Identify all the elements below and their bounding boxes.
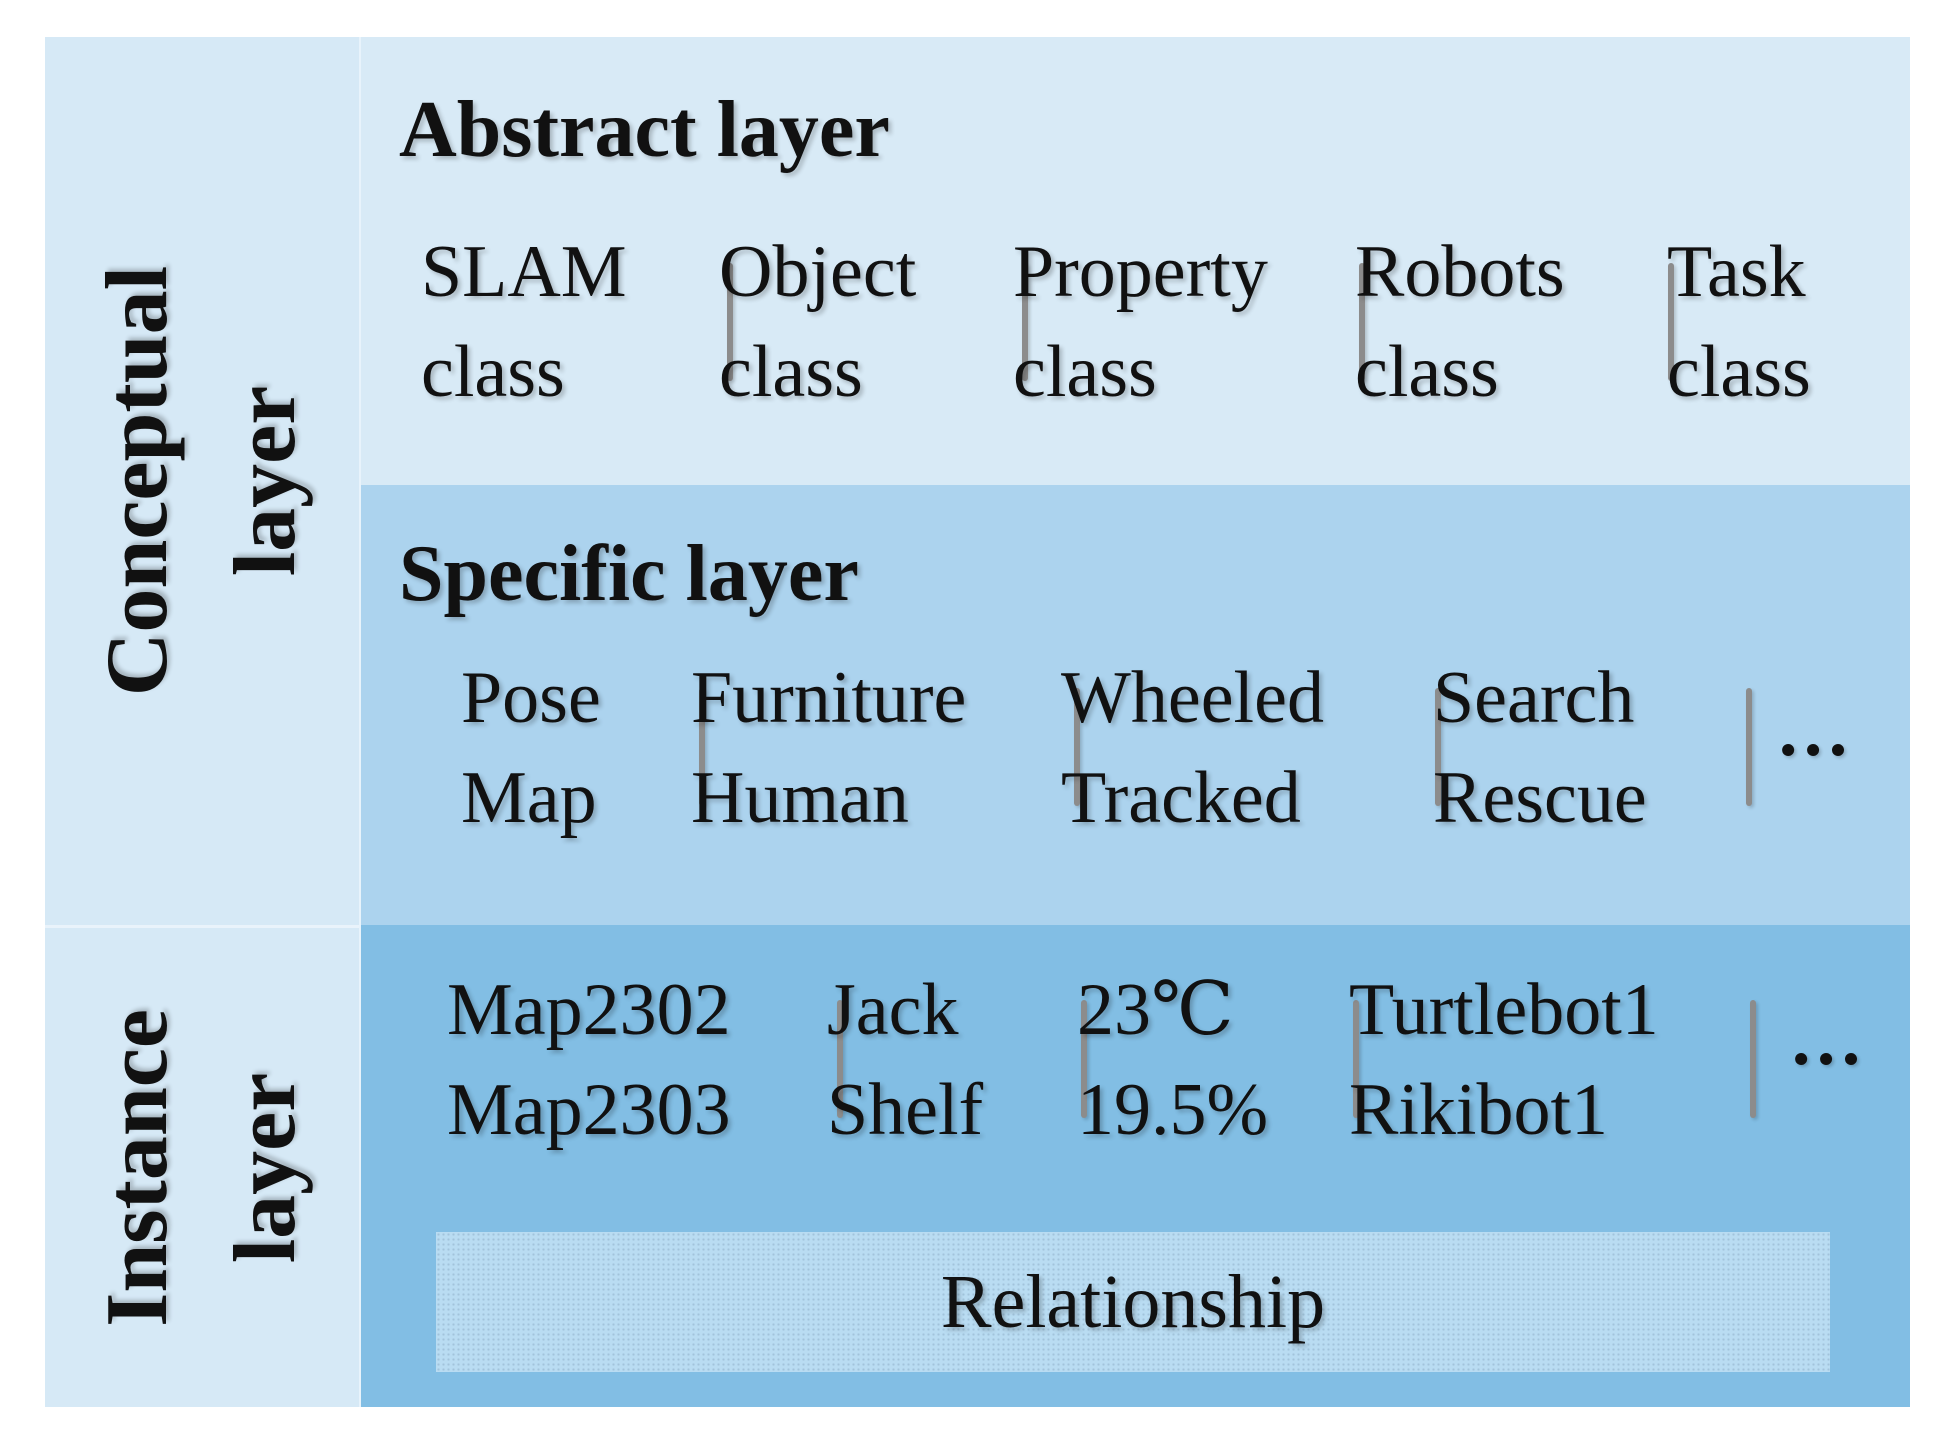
abstract-separator [1359, 263, 1365, 381]
instance-item-line1: 23℃ [1077, 969, 1234, 1051]
instance-layer-side: Instance layer [45, 925, 361, 1407]
abstract-item-line1: SLAM [421, 231, 627, 313]
specific-item-line1: Wheeled [1061, 657, 1324, 739]
abstract-separator [727, 263, 733, 381]
instance-item: 23℃ 19.5% [1077, 960, 1268, 1160]
specific-item-line2: Rescue [1433, 757, 1647, 839]
abstract-item-line2: class [719, 331, 863, 413]
instance-item: Turtlebot1 Rikibot1 [1349, 960, 1659, 1160]
instance-item-line2: Rikibot1 [1349, 1069, 1609, 1151]
specific-item-line2: Human [691, 757, 909, 839]
abstract-item: Object class [719, 222, 916, 422]
specific-item-line1: Pose [461, 657, 601, 739]
abstract-separator [1022, 263, 1028, 381]
instance-layer-label: Instance layer [74, 1009, 330, 1327]
abstract-item-line2: class [421, 331, 565, 413]
abstract-item-line1: Property [1013, 231, 1268, 313]
specific-item-line2: Map [461, 757, 597, 839]
relationship-label: Relationship [940, 1260, 1326, 1344]
conceptual-layer-label-line1: Conceptual [89, 265, 186, 697]
specific-layer-panel: Specific layer Pose Map Furniture Human … [361, 485, 1910, 925]
specific-item-line2: Tracked [1061, 757, 1301, 839]
abstract-layer-title: Abstract layer [399, 86, 890, 174]
instance-layer-label-line1: Instance [89, 1008, 186, 1327]
instance-separator [1750, 1000, 1756, 1118]
conceptual-layer-side: Conceptual layer [45, 37, 361, 925]
abstract-item-line2: class [1355, 331, 1499, 413]
relationship-bar: Relationship [436, 1232, 1830, 1372]
instance-item: Map2302 Map2303 [447, 960, 731, 1160]
specific-separator [1746, 688, 1752, 806]
abstract-item-line1: Object [719, 231, 917, 313]
abstract-item: Task class [1667, 222, 1811, 422]
abstract-item: Robots class [1355, 222, 1565, 422]
instance-item-line1: Jack [827, 969, 959, 1051]
specific-ellipsis: … [1776, 690, 1852, 772]
specific-item-line1: Furniture [691, 657, 967, 739]
instance-separator [1081, 1000, 1087, 1118]
abstract-layer-panel: Abstract layer SLAM class Object class P… [361, 37, 1910, 485]
abstract-separator [1668, 263, 1674, 381]
instance-item: Jack Shelf [827, 960, 983, 1160]
instance-layer-panel: Map2302 Map2303 Jack Shelf 23℃ 19.5% Tur… [361, 925, 1910, 1407]
abstract-item: Property class [1013, 222, 1268, 422]
specific-item-line1: Search [1433, 657, 1635, 739]
specific-item: Wheeled Tracked [1061, 648, 1324, 848]
specific-separator [699, 688, 705, 806]
specific-item: Search Rescue [1433, 648, 1647, 848]
specific-item: Pose Map [461, 648, 601, 848]
instance-item-line1: Turtlebot1 [1349, 969, 1659, 1051]
instance-separator [837, 1000, 843, 1118]
instance-item-line1: Map2302 [447, 969, 731, 1051]
instance-ellipsis: … [1789, 999, 1865, 1081]
specific-separator [1435, 688, 1441, 806]
instance-separator [1353, 1000, 1359, 1118]
abstract-item-line1: Robots [1355, 231, 1565, 313]
instance-layer-label-line2: layer [217, 1072, 314, 1263]
conceptual-layer-label-line2: layer [217, 385, 314, 577]
conceptual-layer-label: Conceptual layer [74, 266, 330, 696]
abstract-item-line2: class [1667, 331, 1811, 413]
specific-separator [1074, 688, 1080, 806]
abstract-item: SLAM class [421, 222, 627, 422]
instance-item-line2: 19.5% [1077, 1069, 1269, 1151]
abstract-item-line1: Task [1667, 231, 1806, 313]
specific-layer-title: Specific layer [399, 530, 859, 618]
layered-ontology-diagram: Conceptual layer Instance layer Abstract… [45, 37, 1910, 1407]
instance-item-line2: Shelf [827, 1069, 984, 1151]
instance-item-line2: Map2303 [447, 1069, 731, 1151]
specific-item: Furniture Human [691, 648, 966, 848]
abstract-item-line2: class [1013, 331, 1157, 413]
